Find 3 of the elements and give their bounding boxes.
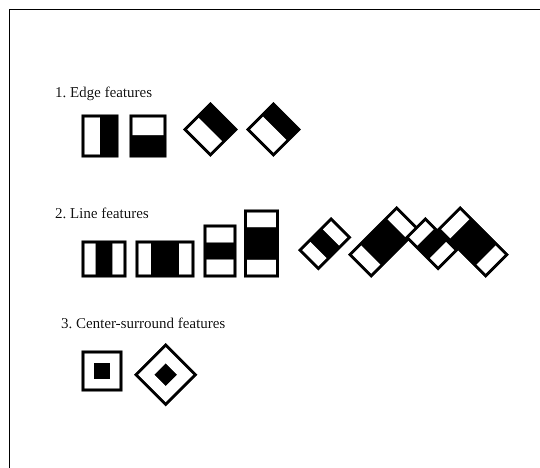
- section-heading: 3. Center-surround features: [61, 317, 226, 332]
- section-heading: 2. Line features: [55, 207, 149, 222]
- section-heading: 1. Edge features: [55, 86, 152, 101]
